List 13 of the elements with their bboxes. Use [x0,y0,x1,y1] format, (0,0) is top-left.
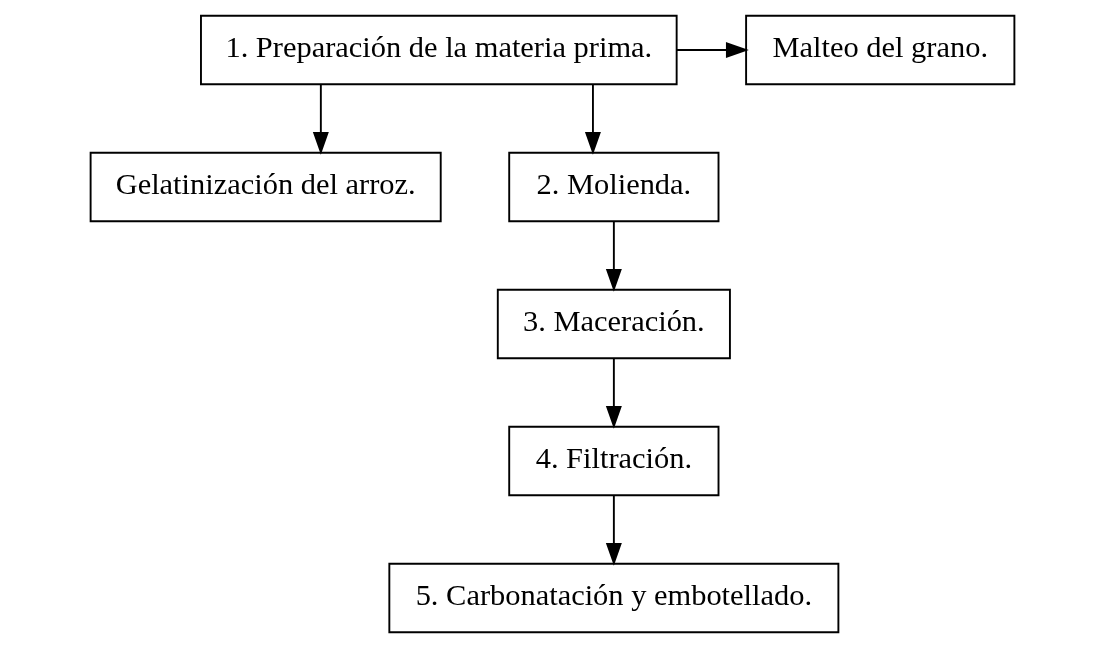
node-box: Malteo del grano. [744,14,1015,86]
node-box: 2. Molienda. [507,151,719,223]
arrow [675,42,749,58]
arrow [605,220,622,292]
arrow [605,357,622,429]
node-box: 1. Preparación de la materia prima. [199,14,678,86]
node-box: 5. Carbonatación y embotellado. [387,562,839,634]
node-box: Gelatinización del arroz. [89,151,442,223]
arrow [584,83,601,155]
node-box: 4. Filtración. [507,425,719,497]
node-box: 3. Maceración. [496,288,731,360]
arrow [312,83,329,155]
arrow [605,494,622,566]
